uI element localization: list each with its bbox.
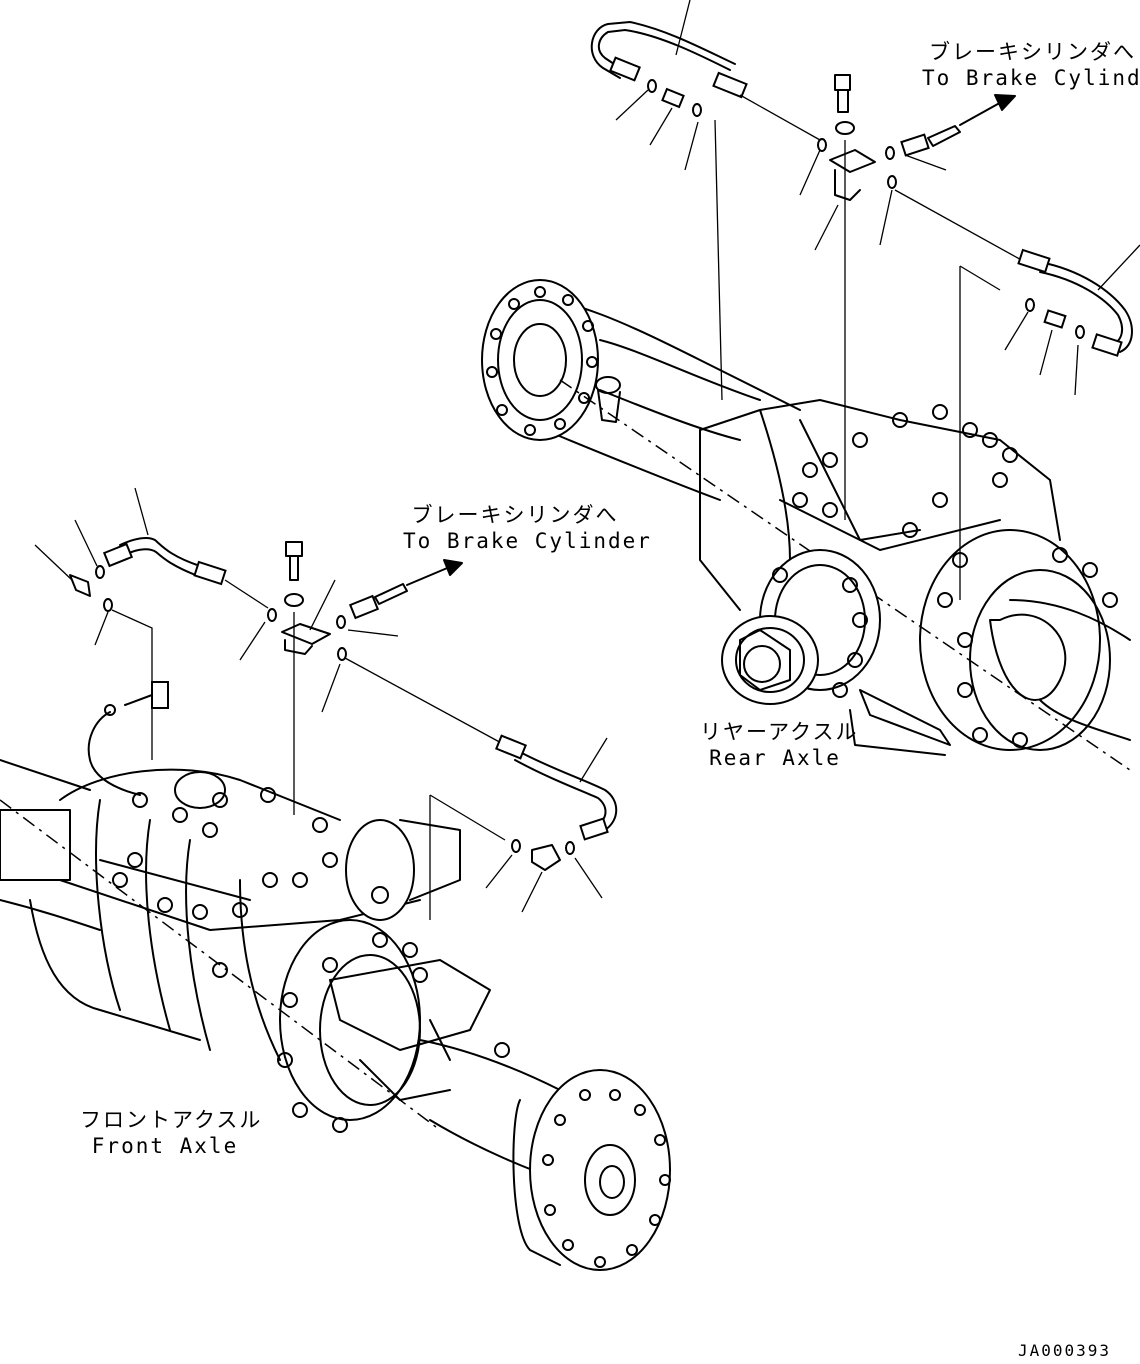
front-hub-bolts bbox=[542, 1089, 671, 1268]
rear-axle-label-en: Rear Axle bbox=[709, 746, 841, 770]
front-brake-piping bbox=[34, 487, 618, 920]
front-axle-label-jp: フロントアクスル bbox=[80, 1108, 263, 1132]
front-brake-cylinder-label-en: To Brake Cylinder bbox=[403, 529, 652, 553]
rear-flange-bolts bbox=[772, 547, 1118, 748]
front-axle-label-en: Front Axle bbox=[91, 1134, 239, 1158]
rear-axle-assembly bbox=[481, 279, 1131, 771]
front-flange-bolts bbox=[212, 932, 428, 1133]
front-housing-bolts bbox=[112, 787, 338, 920]
drawing-code: JA000393 bbox=[1018, 1341, 1112, 1360]
front-brake-cylinder-label-jp: ブレーキシリンダへ bbox=[411, 503, 619, 527]
rear-hub-bolts bbox=[486, 286, 598, 436]
rear-brake-cylinder-label-en: To Brake Cylinder bbox=[922, 66, 1140, 90]
rear-axle-label-jp: リヤーアクスル bbox=[700, 720, 859, 744]
front-axle-assembly bbox=[0, 681, 671, 1271]
rear-brake-piping bbox=[590, 0, 1140, 600]
rear-housing-bolts bbox=[792, 404, 1018, 538]
rear-brake-cylinder-label-jp: ブレーキシリンダへ bbox=[929, 40, 1136, 64]
